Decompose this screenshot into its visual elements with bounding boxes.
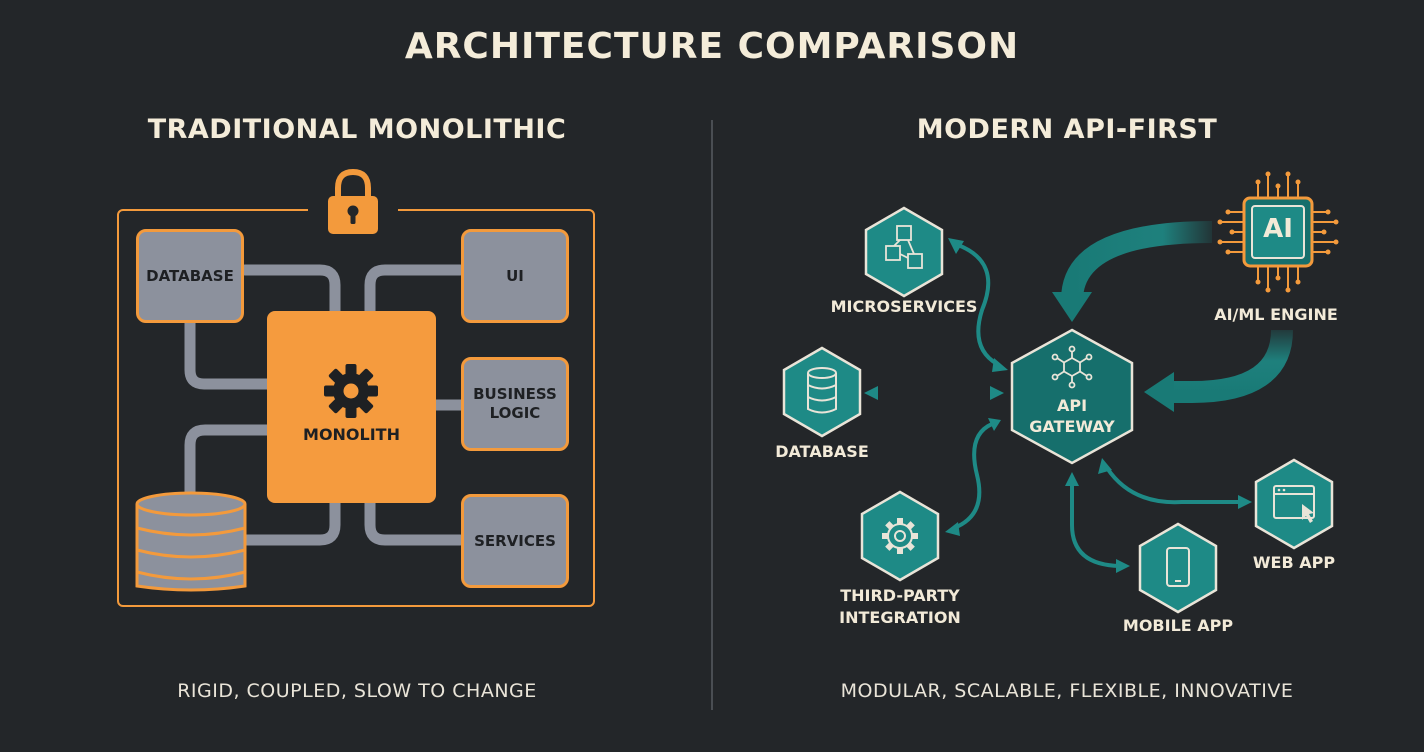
browser-window-icon (1273, 485, 1315, 519)
ui-box-label: UI (506, 266, 524, 285)
arrowhead-microservices-b (992, 358, 1008, 372)
arrow-third-party (952, 422, 994, 530)
web-app-hexagon (1254, 458, 1334, 550)
arrowhead-database-a (864, 386, 878, 400)
services-box-label: SERVICES (474, 531, 556, 550)
api-diagram (782, 171, 1339, 614)
api-first-caption: MODULAR, SCALABLE, FLEXIBLE, INNOVATIVE (840, 680, 1294, 702)
third-party-hexagon (860, 490, 940, 582)
database-stack-icon (135, 491, 247, 592)
smartphone-icon (1166, 547, 1190, 587)
arrowhead-mobile-a (1065, 472, 1079, 486)
api-gateway-line1: API (1056, 396, 1088, 415)
ai-arrow-right (1172, 329, 1293, 403)
mobile-app-label: MOBILE APP (1122, 616, 1234, 635)
ai-engine-label: AI/ML ENGINE (1214, 305, 1338, 324)
network-icon (1051, 345, 1093, 389)
database-icon (807, 367, 837, 414)
microservices-hexagon (864, 206, 944, 298)
api-gateway-label: API GATEWAY (1010, 396, 1134, 438)
monolith-label: MONOLITH (303, 425, 400, 444)
arrowhead-third-party-b (945, 522, 960, 536)
arrowhead-third-party-a (988, 418, 1001, 431)
api-first-heading: MODERN API-FIRST (916, 114, 1218, 145)
gear-icon (882, 518, 918, 554)
web-app-label: WEB APP (1252, 553, 1336, 572)
monolith-connectors (184, 264, 468, 546)
arrowhead-web-a (1098, 458, 1112, 474)
ai-chip-label: AI (1263, 214, 1293, 244)
arrow-microservices (956, 243, 999, 366)
gear-icon (324, 364, 378, 418)
ai-chip-icon (1217, 171, 1339, 293)
arrow-mobile (1070, 480, 1122, 568)
arrowhead-database-b (990, 386, 1004, 400)
monolithic-heading: TRADITIONAL MONOLITHIC (147, 114, 567, 145)
business-logic-line2: LOGIC (489, 404, 541, 422)
cursor-icon (1302, 504, 1314, 523)
mobile-app-hexagon (1138, 522, 1218, 614)
services-box: SERVICES (461, 494, 569, 588)
page-title: ARCHITECTURE COMPARISON (404, 26, 1020, 67)
ai-arrow-right-head (1144, 372, 1174, 412)
business-logic-box: BUSINESS LOGIC (461, 357, 569, 451)
database-label: DATABASE (775, 442, 869, 461)
database-box: DATABASE (136, 229, 244, 323)
third-party-line1: THIRD-PARTY (840, 586, 960, 605)
api-gateway-line2: GATEWAY (1029, 416, 1115, 436)
connector-ui (364, 264, 466, 326)
connector-services (364, 494, 466, 546)
lock-icon (328, 168, 378, 234)
divider (711, 120, 713, 710)
database-box-label: DATABASE (146, 266, 234, 285)
third-party-line2: INTEGRATION (839, 607, 961, 627)
arrowhead-mobile-b (1116, 559, 1130, 573)
third-party-label: THIRD-PARTY INTEGRATION (810, 585, 990, 628)
monolithic-caption: RIGID, COUPLED, SLOW TO CHANGE (177, 680, 537, 702)
api-gateway-hexagon (1010, 328, 1134, 465)
arrowhead-web-b (1238, 495, 1252, 509)
ai-arrow-top-head (1052, 292, 1092, 322)
connector-database-top (239, 264, 341, 326)
business-logic-line1: BUSINESS (473, 385, 557, 404)
business-logic-label: BUSINESS LOGIC (473, 385, 557, 423)
database-hexagon (782, 346, 862, 438)
ui-box: UI (461, 229, 569, 323)
connector-database-left (184, 316, 276, 390)
connector-storage-left (184, 424, 276, 504)
connector-storage-bottom (239, 494, 341, 546)
cubes-icon (885, 225, 923, 269)
arrowhead-microservices-a (948, 238, 964, 254)
arrow-web (1105, 466, 1244, 505)
microservices-label: MICROSERVICES (830, 297, 978, 316)
ai-arrow-top (1061, 221, 1213, 301)
